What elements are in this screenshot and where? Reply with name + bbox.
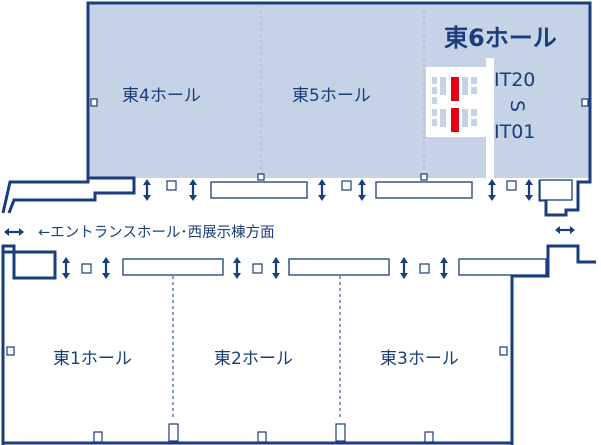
corridor-direction-label: ←エントランスホール･西展示棟方面 xyxy=(38,224,275,241)
escalator-icon xyxy=(488,179,496,201)
door-marker xyxy=(90,98,98,107)
shutter-lower-1 xyxy=(122,258,224,276)
door-marker xyxy=(420,173,428,181)
escalator-icon xyxy=(62,257,70,279)
escalator-icon xyxy=(440,257,448,279)
elevator-icon xyxy=(166,180,177,191)
corridor-left-arrow-icon xyxy=(4,228,24,236)
hall-label-east4: 東4ホール xyxy=(122,86,201,106)
booth-range-top: IT20 xyxy=(494,69,535,91)
door-marker xyxy=(424,431,434,443)
escalator-icon xyxy=(400,257,408,279)
elevator-icon xyxy=(252,263,263,274)
booth-range-bottom: IT01 xyxy=(494,121,535,143)
shutter-upper-3 xyxy=(539,179,573,201)
escalator-icon xyxy=(233,257,241,279)
escalator-icon xyxy=(358,179,366,201)
escalator-icon xyxy=(272,257,280,279)
lower-hall-outline xyxy=(1,244,596,445)
elevator-icon xyxy=(81,263,92,274)
door-marker xyxy=(335,423,346,442)
elevator-icon xyxy=(419,263,430,274)
booth-highlight-upper xyxy=(451,77,459,101)
elevator-icon xyxy=(341,180,352,191)
shutter-upper-2 xyxy=(375,181,473,199)
escalator-icon xyxy=(525,179,533,201)
door-marker xyxy=(499,346,508,356)
door-marker xyxy=(93,431,103,443)
door-marker xyxy=(581,98,589,107)
booth-range-separator: S xyxy=(506,100,528,112)
door-marker xyxy=(168,423,179,442)
booth-highlight-lower xyxy=(451,108,459,132)
upper-hall-outline xyxy=(86,1,592,178)
escalator-icon xyxy=(189,179,197,201)
hall-label-east6: 東6ホール xyxy=(444,24,557,52)
door-marker xyxy=(257,431,267,443)
hall-label-east2: 東2ホール xyxy=(214,349,293,369)
shutter-upper-1 xyxy=(210,181,308,199)
hall-label-east3: 東3ホール xyxy=(380,349,459,369)
corridor-upper-wall xyxy=(1,176,136,214)
escalator-icon xyxy=(318,179,326,201)
escalator-icon xyxy=(102,257,110,279)
hall-label-east5: 東5ホール xyxy=(292,86,371,106)
elevator-icon xyxy=(506,180,517,191)
corridor-right-arrow-icon xyxy=(555,226,575,234)
booth-block-it xyxy=(426,58,494,178)
door-marker xyxy=(6,346,15,356)
door-marker xyxy=(257,173,265,181)
shutter-lower-3 xyxy=(458,258,547,276)
escalator-icon xyxy=(143,179,151,201)
booth-rows-grey xyxy=(432,77,477,127)
shutter-lower-2 xyxy=(288,258,390,276)
hall-label-east1: 東1ホール xyxy=(53,349,132,369)
